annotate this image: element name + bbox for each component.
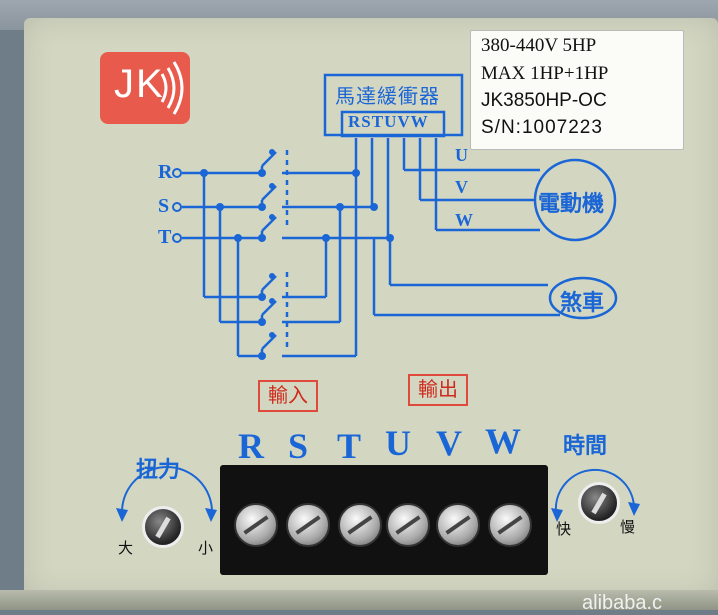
screw-w[interactable] [488,503,532,547]
input-t-label: T [158,226,172,248]
motor-label: 電動機 [538,191,605,216]
torque-knob[interactable] [142,506,184,548]
terminal-label-r: R [238,426,264,466]
buffer-terminals: RSTUVW [348,112,429,131]
time-knob[interactable] [578,482,620,524]
terminal-label-w: W [485,421,521,461]
jk-logo: JK [100,52,190,124]
spec-max: MAX 1HP+1HP [481,63,609,84]
panel-bottom-edge [0,590,718,610]
brake-label: 煞車 [560,290,605,315]
terminal-block [220,465,548,575]
logo-wave-icon [160,61,184,115]
input-section-label: 輸入 [258,380,318,412]
screw-v[interactable] [436,503,480,547]
screw-s[interactable] [286,503,330,547]
output-w-label: W [455,210,473,230]
spec-serial: S/N:1007223 [481,117,603,138]
terminal-label-t: T [337,426,362,466]
spec-label: 380-440V 5HP MAX 1HP+1HP JK3850HP-OC S/N… [470,30,684,150]
terminal-label-u: U [385,423,411,463]
output-section-label: 輸出 [408,374,468,406]
terminal-label-v: V [436,423,462,463]
screw-r[interactable] [234,503,278,547]
torque-max-label: 大 [118,541,134,557]
time-slow-label: 慢 [620,520,636,536]
output-u-label: U [455,145,468,165]
screw-u[interactable] [386,503,430,547]
output-v-label: V [455,177,468,197]
logo-text: JK [114,62,165,106]
input-s-label: S [158,195,170,217]
time-fast-label: 快 [556,522,572,538]
torque-title: 扭力 [136,457,181,482]
terminal-label-s: S [288,426,309,466]
torque-min-label: 小 [198,541,214,557]
watermark: alibaba.c [582,592,663,614]
buffer-title: 馬達緩衝器 [335,86,440,108]
spec-model: JK3850HP-OC [481,90,607,111]
spec-voltage: 380-440V 5HP [481,35,597,56]
input-r-label: R [158,161,173,183]
time-title: 時間 [563,433,608,458]
screw-t[interactable] [338,503,382,547]
